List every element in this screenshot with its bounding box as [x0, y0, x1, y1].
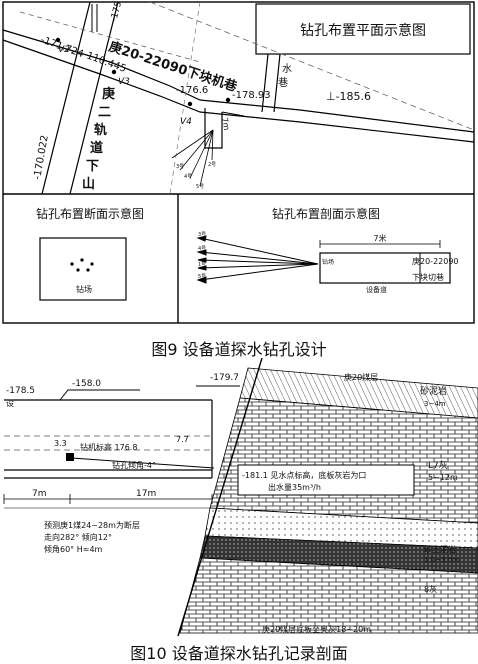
- profile-start: 钻场: [322, 258, 334, 266]
- plan-title: 钻孔布置平面示意图: [300, 22, 426, 39]
- plan-boreholes: [171, 129, 214, 187]
- roadway-profile: [3, 385, 240, 504]
- coal-top-label: 庚20煤层: [344, 372, 378, 382]
- prediction-3: 倾角60° H≈4m: [44, 544, 103, 554]
- profile-dist: 7米: [373, 233, 386, 243]
- station-v3: V3: [118, 77, 130, 87]
- elev-171: -171.724: [39, 34, 85, 60]
- plan-view: 钻孔布置平面示意图 3号 4号 5号 2号: [2, 0, 475, 195]
- drill-elev: 钻机标高 176.8: [80, 442, 137, 452]
- section-holes: [70, 258, 94, 272]
- rail-label-char: 下: [86, 159, 99, 174]
- lower-label: 8灰: [424, 584, 437, 594]
- elev-170: -170.022: [32, 134, 51, 180]
- station-v4: V4: [180, 117, 192, 127]
- profile-view: 钻孔布置剖面示意图 7米 钻场 庚20-22090 下块切巷 设备道 3号 4号…: [196, 206, 459, 294]
- section-title: 钻孔布置断面示意图: [36, 206, 144, 221]
- bottom-note: 庚20煤层底板至奥灰18~20m: [262, 624, 371, 634]
- water-note-1: -181.1 见水点标高，底板灰岩为口: [242, 470, 366, 480]
- station-v2: V2: [58, 45, 70, 55]
- siltstone-sub: 1.0~3.0m: [424, 556, 459, 564]
- svg-text:1号: 1号: [198, 262, 206, 268]
- section-box: [39, 237, 127, 301]
- elev-mid: -158.0: [72, 379, 101, 389]
- water-note-box: [237, 464, 415, 496]
- svg-text:5号: 5号: [198, 274, 206, 280]
- section-center-label: 钻场: [76, 284, 92, 294]
- fig9-frame: [2, 1, 475, 324]
- rail-label-char: 山: [82, 176, 95, 192]
- strata: [177, 358, 478, 637]
- figure-9: 钻孔布置平面示意图 3号 4号 5号 2号: [2, 0, 475, 324]
- elev-right: -179.7: [210, 373, 239, 383]
- prediction-2: 走向282° 倾向12°: [44, 532, 112, 542]
- sandstone-sub: 3~4m: [424, 400, 446, 408]
- elev-176: -176.6: [176, 85, 208, 96]
- fig9-caption: 图9 设备道探水钻孔设计: [151, 340, 327, 359]
- rail-label-char: 二: [98, 105, 111, 120]
- profile-end-b: 下块切巷: [412, 272, 444, 282]
- water-char-xiang: 巷: [278, 77, 288, 89]
- sandstone-label: 砂泥岩: [420, 385, 447, 397]
- profile-roadway: [319, 252, 451, 284]
- rail-label-char: 庚: [102, 86, 115, 102]
- svg-text:4号: 4号: [184, 174, 192, 180]
- dist-77: 7.7: [176, 435, 189, 444]
- section-view: 钻孔布置断面示意图 钻场: [36, 206, 144, 301]
- dist-7m: 7m: [32, 489, 47, 499]
- elev-175: -175: [109, 0, 124, 22]
- prediction-1: 预测庚1煤24~28m为断层: [44, 520, 140, 530]
- profile-boreholes: [196, 235, 319, 284]
- svg-text:4号: 4号: [198, 246, 206, 252]
- svg-text:3号: 3号: [198, 232, 206, 238]
- plan-title-box: [255, 3, 471, 55]
- dist-7m: 7m: [220, 117, 231, 131]
- figure-10: -178.5 设 -158.0 -179.7 庚20煤层 砂泥岩 3~4m L7…: [3, 358, 478, 637]
- water-char-shui: 水: [282, 63, 292, 75]
- svg-text:2号: 2号: [208, 162, 216, 168]
- limestone-label: L7灰: [428, 459, 448, 471]
- dip-angle: 钻孔倾角-4°: [112, 460, 156, 470]
- limestone-sub: 5~12m: [428, 473, 458, 482]
- svg-text:3号: 3号: [176, 164, 184, 170]
- fig10-caption: 图10 设备道探水钻孔记录剖面: [130, 644, 348, 663]
- dist-17m: 17m: [136, 489, 156, 499]
- siltstone-label: 砂土泥岩: [424, 544, 456, 554]
- profile-end-a: 庚20-22090: [412, 256, 459, 266]
- rail-label-char: 轨: [94, 122, 107, 138]
- dist-33: 3.3: [54, 439, 67, 448]
- profile-title: 钻孔布置剖面示意图: [272, 206, 380, 221]
- water-note-2: 出水量35m³/h: [268, 482, 321, 492]
- elev-185: ⊥-185.6: [326, 90, 371, 103]
- elev-178: -178.93: [232, 90, 271, 101]
- elev-left-sub: 设: [6, 398, 14, 408]
- profile-roadway-label: 设备道: [366, 285, 387, 294]
- svg-text:5号: 5号: [196, 184, 204, 190]
- elev-left: -178.5: [6, 386, 35, 396]
- rail-label-char: 道: [90, 140, 103, 156]
